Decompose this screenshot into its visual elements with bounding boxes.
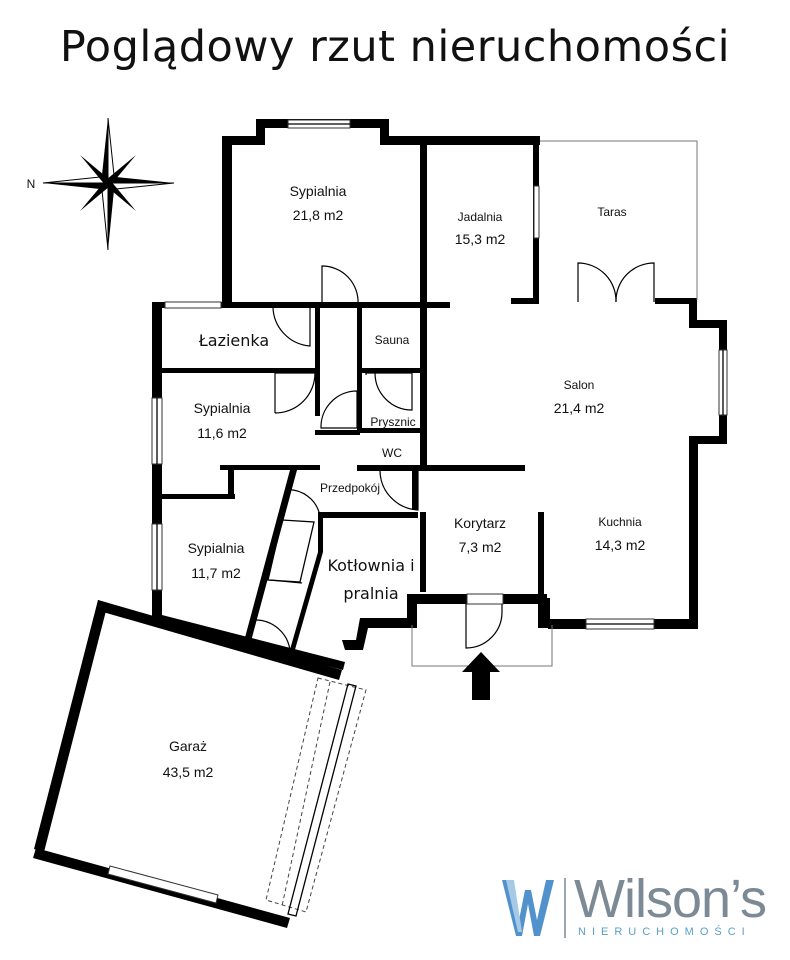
- room-bedroom-top-name: Sypialnia: [290, 183, 347, 199]
- logo-subtitle: NIERUCHOMOŚCI: [578, 926, 751, 938]
- logo-wordmark: Wilson’s: [574, 869, 767, 929]
- room-kitchen-area: 14,3 m2: [595, 537, 646, 553]
- room-boiler-name-line1: Kotłownia i: [327, 556, 414, 575]
- room-corridor-area: 7,3 m2: [459, 539, 502, 555]
- walls: [33, 119, 727, 928]
- windows: [107, 119, 728, 904]
- entrance-arrow-icon: [462, 652, 500, 700]
- page-title: Poglądowy rzut nieruchomości: [59, 22, 731, 72]
- room-boiler-name-line2: pralnia: [343, 584, 398, 603]
- compass-north-label: N: [27, 177, 36, 191]
- room-sauna-name: Sauna: [375, 333, 410, 347]
- room-wc-name: WC: [382, 446, 402, 460]
- room-living-name: Salon: [564, 378, 595, 392]
- room-terrace-name: Taras: [597, 205, 626, 219]
- terrace-outline: [540, 140, 698, 300]
- wardrobe-panels: [267, 519, 315, 584]
- room-bathroom-name: Łazienka: [198, 331, 269, 350]
- compass-rose-icon: [42, 117, 175, 251]
- room-living-area: 21,4 m2: [554, 400, 605, 416]
- logo-mark-icon: [502, 880, 554, 936]
- room-shower-name: Prysznic: [370, 415, 415, 429]
- room-bedroom-top-area: 21,8 m2: [293, 207, 344, 223]
- room-garage-area: 43,5 m2: [163, 764, 214, 780]
- room-bedroom-mid-name: Sypialnia: [194, 400, 251, 416]
- doors: [254, 262, 655, 651]
- garage-door-outline: [265, 677, 367, 917]
- room-dining-name: Jadalnia: [458, 210, 503, 224]
- room-corridor-name: Korytarz: [454, 515, 506, 531]
- room-garage-name: Garaż: [169, 738, 207, 754]
- room-dining-area: 15,3 m2: [455, 231, 506, 247]
- room-bedroom-low-area: 11,7 m2: [191, 565, 241, 581]
- room-bedroom-low-name: Sypialnia: [188, 540, 245, 556]
- room-bedroom-mid-area: 11,6 m2: [197, 425, 247, 441]
- room-hall-name: Przedpokój: [320, 481, 380, 495]
- room-kitchen-name: Kuchnia: [598, 515, 642, 529]
- logo-divider: [564, 878, 566, 938]
- company-logo: Wilson’s NIERUCHOMOŚCI: [498, 869, 778, 944]
